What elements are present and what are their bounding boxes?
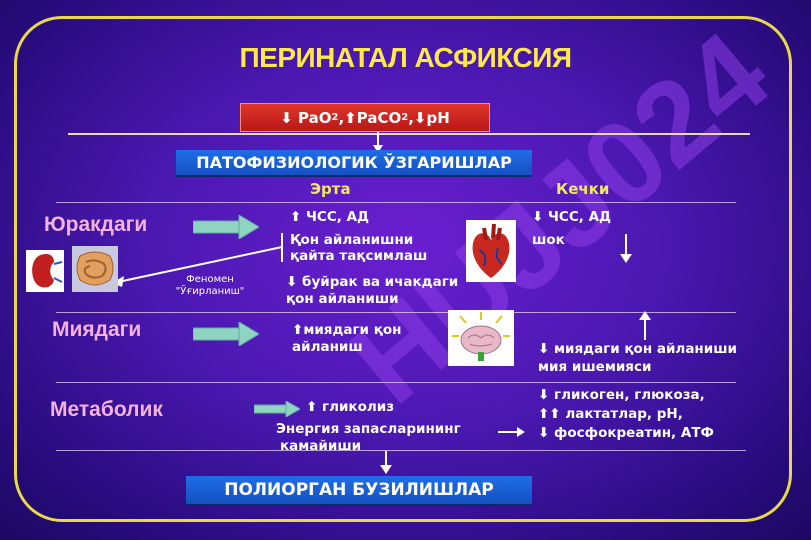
comma: , — [408, 108, 414, 127]
heart-organ-icon — [466, 220, 516, 282]
comma: , — [338, 108, 345, 127]
section-heart-label: Юракдаги — [44, 213, 148, 236]
pathophysiology-header: ПАТОФИЗИОЛОГИК ЎЗГАРИШЛАР — [176, 150, 532, 177]
brain-late-circulation: ⬇ миядаги қон айланиши — [538, 341, 738, 357]
down-arrow-icon: ⬇ — [280, 108, 293, 127]
heart-late-hr: ⬇ ЧСС, АД — [532, 209, 612, 225]
brain-early-circulation-2: айланиш — [292, 339, 363, 355]
ph-label: pH — [426, 108, 450, 127]
column-late: Кечки — [556, 180, 610, 198]
divider — [56, 450, 746, 451]
heart-early-hr: ⬆ ЧСС, АД — [290, 209, 370, 225]
heart-early-circulation: қон айланиши — [286, 291, 399, 307]
metabolic-late-lactate: ⬆⬆ лактатлар, pH, — [538, 406, 683, 422]
pao2-sub: 2 — [331, 112, 339, 123]
metabolic-late-glycogen: ⬇ гликоген, глюкоза, — [538, 387, 705, 403]
divider — [56, 312, 736, 313]
phenomenon-label: Феномен "Ўғирланиш" — [175, 274, 245, 297]
metabolic-late-phosphocreatine: ⬇ фосфокреатин, АТФ — [538, 425, 714, 441]
green-arrow-icon — [193, 322, 259, 346]
divider — [56, 382, 736, 383]
metabolic-early-decrease: камайиши — [280, 438, 362, 454]
kidney-icon — [26, 250, 64, 292]
heart-late-shock: шок — [532, 232, 565, 248]
green-arrow-icon — [254, 401, 300, 417]
heart-early-redistribution-1: Қон айланишни — [290, 232, 414, 248]
section-brain-label: Миядаги — [52, 318, 142, 341]
multiorgan-failure-box: ПОЛИОРГАН БУЗИЛИШЛАР — [186, 476, 532, 506]
green-arrow-icon — [193, 215, 259, 239]
slide-frame — [14, 16, 792, 522]
brain-early-circulation: ⬆миядаги қон — [292, 322, 402, 338]
heart-early-kidney: ⬇ буйрак ва ичакдаги — [286, 274, 459, 290]
paco2-sub: 2 — [401, 112, 409, 123]
brain-icon — [448, 310, 514, 366]
heart-early-redistribution-2: қайта тақсимлаш — [290, 248, 428, 264]
down-arrow-icon: ⬇ — [413, 108, 427, 127]
section-metabolic-label: Метаболик — [50, 398, 163, 421]
top-divider — [68, 133, 750, 135]
intestine-icon — [72, 246, 118, 292]
column-early: Эрта — [310, 180, 351, 198]
slide-title: ПЕРИНАТАЛ АСФИКСИЯ — [239, 42, 572, 73]
metabolic-early-energy: Энергия запасларининг — [276, 421, 461, 437]
metabolic-early-glycolysis: ⬆ гликолиз — [306, 399, 395, 415]
brain-late-ischemia: мия ишемияси — [538, 359, 652, 375]
paco2-label: PaCO — [356, 108, 402, 127]
up-arrow-icon: ⬆ — [344, 108, 357, 127]
divider — [56, 202, 736, 203]
pao2-label: PaO — [298, 108, 332, 127]
